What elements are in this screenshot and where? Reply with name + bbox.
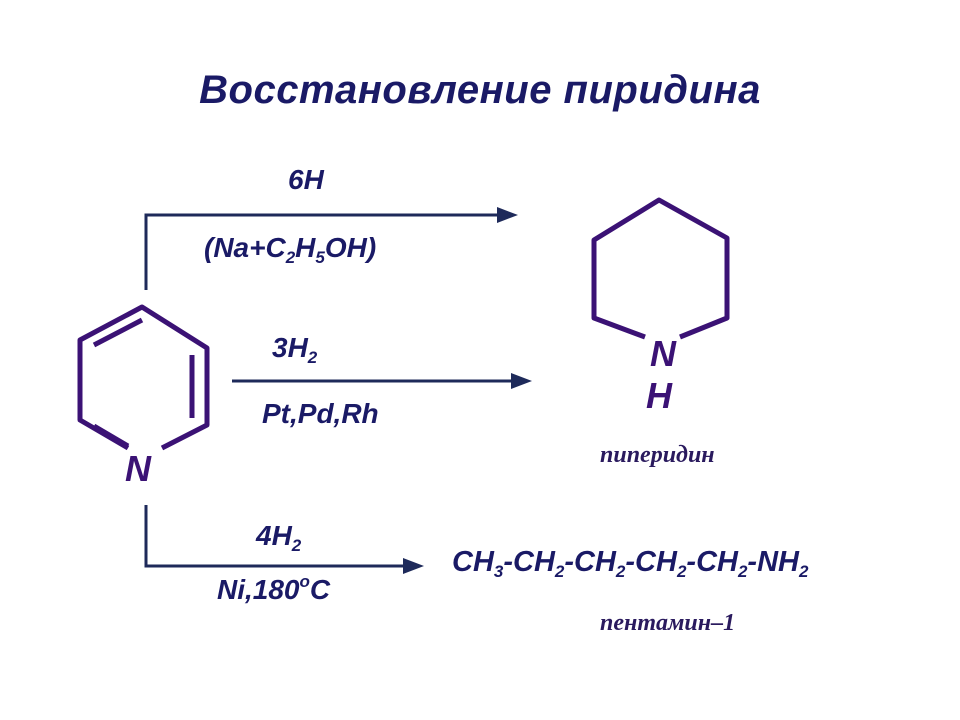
pentamine-name: пентамин–1	[600, 610, 736, 636]
arrow-reaction-1	[144, 213, 500, 290]
piperidine-name: пиперидин	[600, 442, 715, 468]
reaction2-condition: Pt,Pd,Rh	[262, 398, 379, 429]
arrowhead-reaction-1	[497, 207, 518, 223]
arrowhead-reaction-3	[403, 558, 424, 574]
reaction3-reagent: 4H2	[256, 520, 302, 555]
pyridine-ring	[77, 304, 210, 451]
reaction1-reagent: 6H	[288, 164, 324, 195]
reaction1-condition: (Na+C2H5OH)	[204, 232, 377, 267]
piperidine-ring	[591, 197, 730, 340]
pentamine-formula: CH3-CH2-CH2-CH2-CH2-NH2	[452, 546, 809, 581]
arrow-reaction-3	[144, 505, 406, 568]
page-title: Восстановление пиридина	[199, 68, 761, 112]
arrowhead-reaction-2	[511, 373, 532, 389]
reaction2-reagent: 3H2	[272, 332, 318, 367]
reaction3-condition: Ni,180oC	[217, 572, 331, 605]
piperidine-hydrogen: H	[646, 375, 672, 416]
pyridine-nitrogen: N	[125, 448, 151, 489]
piperidine-nitrogen: N	[650, 333, 676, 374]
